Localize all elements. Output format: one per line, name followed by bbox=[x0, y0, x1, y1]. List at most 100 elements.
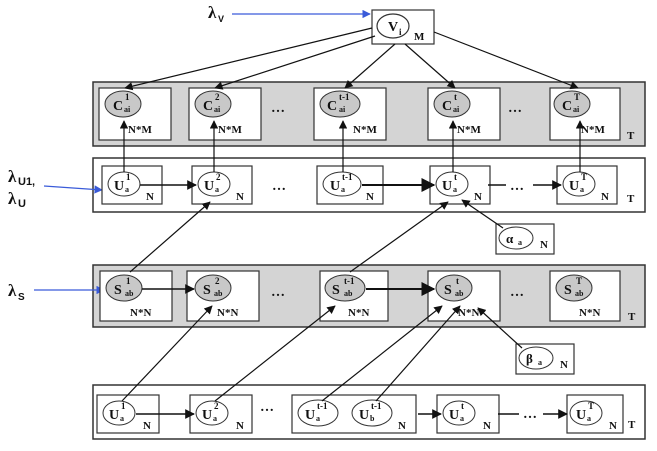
svg-text:T: T bbox=[588, 401, 594, 411]
svg-text:N: N bbox=[560, 359, 568, 371]
svg-text:T: T bbox=[574, 92, 580, 102]
svg-text:t: t bbox=[454, 92, 457, 102]
svg-text:ai: ai bbox=[339, 105, 346, 114]
svg-text:ab: ab bbox=[125, 289, 134, 298]
svg-text:C: C bbox=[113, 99, 123, 114]
u-row-ellipsis-2: … bbox=[510, 179, 524, 194]
bottom-node-T: U T a N bbox=[566, 394, 624, 434]
svg-text:2: 2 bbox=[215, 276, 220, 286]
svg-text:U1,: U1, bbox=[18, 176, 35, 188]
v-node: V i M bbox=[371, 9, 435, 45]
v-node-sub: i bbox=[399, 27, 402, 37]
svg-text:U: U bbox=[576, 408, 586, 423]
svg-text:N*M: N*M bbox=[128, 124, 152, 136]
bottom-to-s-arrows bbox=[121, 305, 461, 402]
c-node-T: C T ai N*M bbox=[549, 87, 621, 141]
svg-text:t-1: t-1 bbox=[339, 92, 350, 102]
beta-to-s-arrow bbox=[477, 307, 523, 349]
lambda-s-label: λ S bbox=[8, 281, 25, 303]
svg-text:t-1: t-1 bbox=[342, 172, 353, 182]
svg-text:2: 2 bbox=[216, 172, 221, 182]
svg-text:t: t bbox=[461, 401, 464, 411]
c-row-ellipsis-2: … bbox=[508, 101, 522, 116]
svg-text:a: a bbox=[215, 185, 219, 194]
c-node-t-1: C t-1 ai N*M bbox=[313, 87, 387, 141]
svg-text:a: a bbox=[538, 358, 542, 367]
lambda-u-arrow bbox=[43, 185, 103, 194]
c-node-t: C t ai N*M bbox=[427, 87, 501, 141]
svg-text:a: a bbox=[341, 185, 345, 194]
svg-text:ab: ab bbox=[344, 289, 353, 298]
svg-text:N*M: N*M bbox=[353, 124, 377, 136]
svg-text:λ: λ bbox=[208, 3, 217, 22]
svg-text:ai: ai bbox=[573, 105, 580, 114]
svg-text:a: a bbox=[580, 185, 584, 194]
svg-text:λ: λ bbox=[8, 189, 17, 208]
bottom-node-pair: U t-1 a U t-1 b N bbox=[291, 394, 417, 434]
svg-text:1: 1 bbox=[125, 92, 130, 102]
s-row-plate-label: T bbox=[628, 311, 636, 323]
svg-text:T: T bbox=[581, 172, 587, 182]
svg-text:C: C bbox=[327, 99, 337, 114]
svg-text:U: U bbox=[204, 179, 214, 194]
svg-text:t-1: t-1 bbox=[317, 401, 328, 411]
s-row-ellipsis-2: … bbox=[510, 285, 524, 300]
svg-text:N*M: N*M bbox=[218, 124, 242, 136]
c-row-plate-label: T bbox=[627, 130, 635, 142]
svg-text:ai: ai bbox=[124, 105, 131, 114]
svg-text:a: a bbox=[460, 414, 464, 423]
svg-text:b: b bbox=[370, 414, 375, 423]
svg-text:N*M: N*M bbox=[457, 124, 481, 136]
v-to-c-arrows bbox=[124, 27, 579, 91]
svg-text:α: α bbox=[506, 231, 514, 246]
svg-text:N: N bbox=[143, 420, 151, 432]
svg-text:t: t bbox=[456, 276, 459, 286]
svg-text:λ: λ bbox=[8, 167, 17, 186]
svg-text:N*N: N*N bbox=[217, 307, 238, 319]
svg-text:2: 2 bbox=[214, 401, 219, 411]
alpha-node: α a N bbox=[495, 223, 555, 255]
svg-text:a: a bbox=[120, 414, 124, 423]
svg-text:ab: ab bbox=[214, 289, 223, 298]
lambda-v-label: λ V bbox=[208, 3, 224, 24]
lambda-u1-label: λ U1, bbox=[8, 167, 35, 188]
svg-text:1: 1 bbox=[121, 401, 126, 411]
s-node-t-1: S t-1 ab N*N bbox=[319, 270, 389, 322]
svg-text:t-1: t-1 bbox=[371, 401, 382, 411]
svg-text:U: U bbox=[114, 179, 124, 194]
bottom-row-ellipsis-2: … bbox=[523, 407, 537, 422]
svg-text:a: a bbox=[518, 238, 522, 247]
u-node-t: U t a N bbox=[429, 165, 491, 205]
svg-text:S: S bbox=[114, 283, 122, 298]
c-node-2: C 2 ai N*M bbox=[188, 87, 262, 141]
v-node-label: V bbox=[388, 20, 398, 35]
u-node-2: U 2 a N bbox=[191, 165, 253, 205]
s-node-1: S 1 ab N*N bbox=[99, 270, 173, 322]
svg-text:C: C bbox=[442, 99, 452, 114]
svg-text:N*N: N*N bbox=[579, 307, 600, 319]
svg-text:N: N bbox=[236, 420, 244, 432]
bottom-row-ellipsis-1: … bbox=[260, 400, 274, 415]
svg-text:a: a bbox=[213, 414, 217, 423]
svg-text:ab: ab bbox=[575, 289, 584, 298]
svg-text:ab: ab bbox=[455, 289, 464, 298]
beta-node: β a N bbox=[515, 343, 575, 375]
svg-text:N*N: N*N bbox=[458, 307, 479, 319]
bottom-row-plate-label: T bbox=[628, 419, 636, 431]
s-node-2: S 2 ab N*N bbox=[186, 270, 260, 322]
svg-text:S: S bbox=[203, 283, 211, 298]
svg-text:t-1: t-1 bbox=[344, 276, 355, 286]
lambda-u-label: λ U bbox=[8, 189, 26, 210]
svg-text:N: N bbox=[601, 191, 609, 203]
svg-text:N: N bbox=[236, 191, 244, 203]
svg-text:S: S bbox=[18, 292, 25, 303]
svg-text:U: U bbox=[18, 198, 26, 210]
svg-text:N*N: N*N bbox=[348, 307, 369, 319]
svg-text:U: U bbox=[569, 179, 579, 194]
svg-text:C: C bbox=[203, 99, 213, 114]
svg-text:a: a bbox=[316, 414, 320, 423]
svg-text:ai: ai bbox=[214, 105, 221, 114]
svg-text:N*N: N*N bbox=[130, 307, 151, 319]
svg-text:S: S bbox=[332, 283, 340, 298]
svg-text:T: T bbox=[576, 276, 582, 286]
